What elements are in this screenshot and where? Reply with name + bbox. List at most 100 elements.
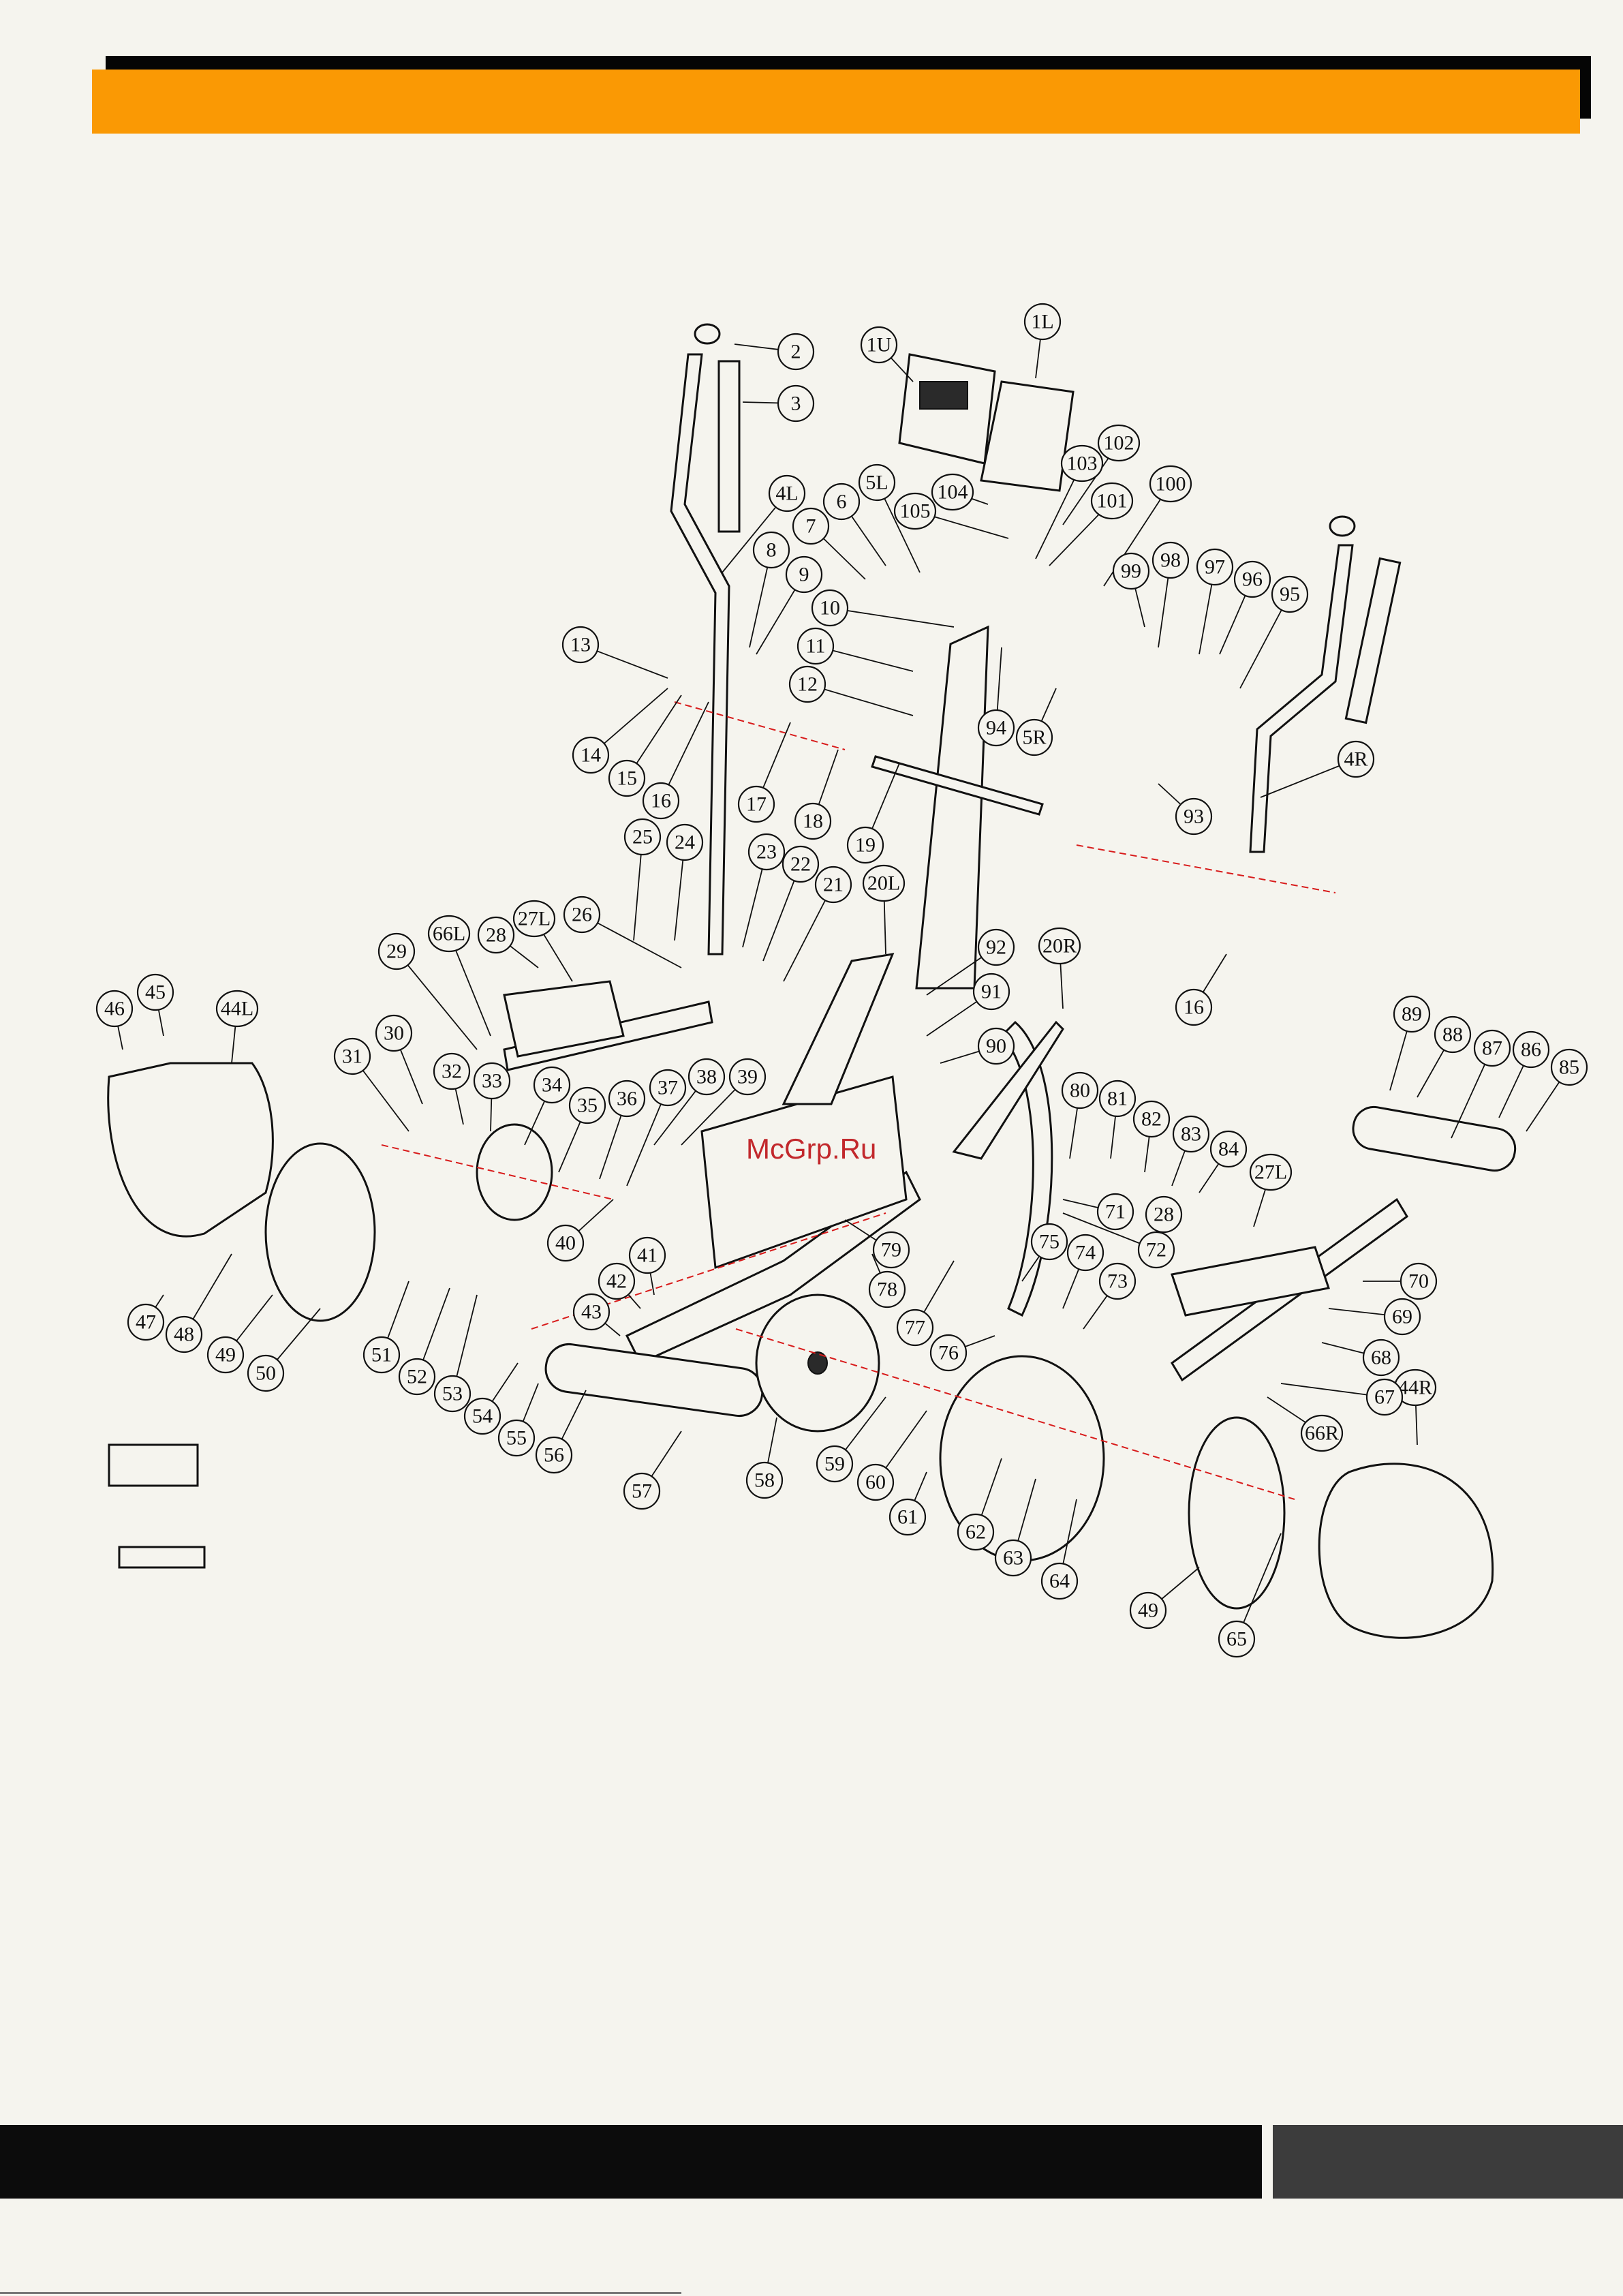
callout-number: 52 [407,1366,427,1388]
callout-1L: 1L [1023,303,1062,341]
callout-51: 51 [362,1336,401,1374]
callout-circle [868,1270,906,1308]
callout-56: 56 [535,1436,573,1474]
callout-number: 82 [1141,1108,1162,1131]
callout-number: 75 [1039,1231,1060,1253]
callout-number: 28 [1154,1204,1174,1226]
callout-15: 15 [608,759,646,797]
callout-number: 8 [767,539,777,562]
callout-80: 80 [1061,1071,1099,1109]
callout-number: 88 [1442,1024,1463,1046]
callout-number: 4R [1344,748,1367,771]
callout-66L: 66L [427,915,471,953]
callout-number: 9 [799,564,809,586]
callout-number: 33 [482,1070,502,1092]
callout-97: 97 [1196,548,1234,586]
right-side-cover [1318,1463,1494,1639]
callout-60: 60 [856,1463,895,1501]
callout-20R: 20R [1038,927,1081,965]
callout-73: 73 [1098,1262,1137,1300]
right-upright-bracket [952,1020,1064,1160]
callout-number: 27L [1254,1161,1287,1184]
callout-27Lb: 27L [1249,1153,1293,1191]
callout-number: 49 [1138,1599,1158,1622]
pivot-axle-tube [871,755,1044,816]
callout-number: 47 [136,1311,156,1334]
callout-circle [1023,303,1062,341]
header-bar [92,70,1580,134]
callout-number: 1U [867,334,892,356]
callout-number: 46 [104,998,125,1020]
callout-number: 34 [542,1074,562,1097]
callout-number: 80 [1070,1080,1090,1102]
callout-circle [572,736,610,774]
callout-number: 95 [1280,583,1300,606]
callout-41: 41 [628,1236,666,1274]
callout-number: 54 [472,1405,493,1428]
callout-number: 85 [1559,1056,1579,1079]
callout-circle [1365,1378,1404,1416]
callout-number: 50 [256,1362,276,1385]
callout-circle [1060,444,1104,483]
callout-number: 81 [1107,1088,1128,1110]
callout-number: 48 [174,1323,194,1346]
callout-3: 3 [777,384,815,423]
callout-circle [95,990,134,1028]
callout-circle [649,1069,687,1107]
callout-12: 12 [788,665,826,703]
callout-circle [860,326,898,364]
callout-5L: 5L [858,463,896,502]
callout-number: 66R [1305,1422,1339,1445]
callout-circle [375,1014,413,1052]
callout-number: 29 [386,940,407,963]
callout-circle [888,1498,927,1536]
callout-number: 42 [606,1270,627,1293]
callout-circle [433,1375,472,1413]
callout-49b: 49 [1129,1591,1167,1629]
callout-number: 16 [1184,996,1204,1019]
callout-49a: 49 [206,1336,245,1374]
callout-circle [1015,718,1053,756]
callout-31: 31 [333,1037,371,1075]
callout-number: 7 [806,515,816,538]
callout-57: 57 [623,1472,661,1510]
callout-circle [1096,1193,1134,1231]
callout-number: 87 [1482,1037,1502,1060]
callout-number: 78 [877,1279,897,1301]
callout-circle [1129,1591,1167,1629]
callout-number: 51 [371,1344,392,1366]
callout-number: 72 [1146,1239,1166,1261]
callout-number: 45 [145,981,166,1004]
callout-circle [1196,548,1234,586]
callout-87: 87 [1473,1029,1511,1067]
callout-number: 3 [791,393,801,415]
callout-92: 92 [977,928,1015,966]
callout-89: 89 [1393,995,1431,1033]
callout-circle [777,333,815,371]
callout-circle [623,818,662,856]
callout-78: 78 [868,1270,906,1308]
callout-number: 86 [1521,1039,1541,1061]
callout-circle [994,1539,1032,1577]
callout-71: 71 [1096,1193,1134,1231]
callout-number: 31 [342,1045,362,1068]
callout-number: 20R [1042,935,1077,958]
callout-circle [561,626,600,664]
assembly-line-stabilizer [531,1212,886,1330]
callout-circle [362,1336,401,1374]
callout-83: 83 [1172,1115,1210,1153]
callout-circle [1473,1029,1511,1067]
callout-23: 23 [747,833,786,871]
callout-59: 59 [816,1445,854,1483]
callout-circle [1249,1153,1293,1191]
wrench-tool [118,1546,206,1569]
callout-number: 36 [617,1088,637,1110]
callout-number: 91 [981,981,1002,1003]
callout-number: 43 [581,1301,602,1323]
callout-circle [797,627,835,665]
callout-circle [687,1058,726,1096]
callout-circle [563,896,601,934]
callout-44L: 44L [215,990,259,1028]
callout-circle [512,900,556,938]
